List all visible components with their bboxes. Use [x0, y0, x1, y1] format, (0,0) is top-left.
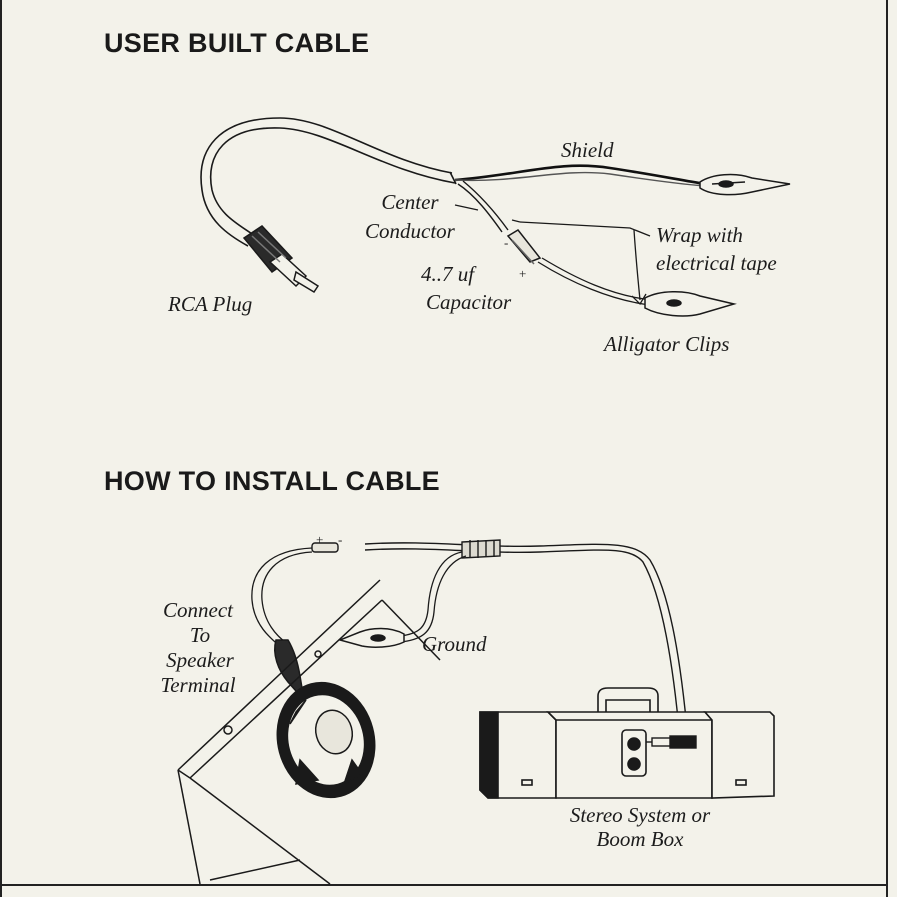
frame-bottom-edge — [0, 884, 888, 886]
alligator-clip-shield-icon — [699, 173, 791, 196]
capacitor-lead-wire — [537, 257, 653, 306]
install-rca-plug-icon — [646, 735, 697, 749]
coax-cable-body — [200, 117, 457, 247]
label-alligator-clips: Alligator Clips — [604, 332, 730, 356]
label-rca-plug: RCA Plug — [168, 292, 253, 316]
label-wrap-line2: electrical tape — [656, 251, 777, 275]
label-center-conductor-line1: Center — [381, 190, 439, 214]
alligator-clip-center-icon — [644, 291, 737, 317]
label-connect-line2: To — [189, 623, 211, 647]
label-wrap-line1: Wrap with — [656, 223, 743, 247]
frame-left-edge — [0, 0, 2, 897]
center-conductor-wire — [457, 180, 509, 233]
pointer-lines — [454, 204, 651, 306]
label-connect-line3: Speaker — [166, 648, 234, 672]
section-heading-how-to-install-cable: HOW TO INSTALL CABLE — [104, 466, 440, 496]
install-coax-cable — [364, 542, 689, 741]
label-capacitor-line1: 4..7 uf — [421, 262, 475, 286]
frame-right-edge — [886, 0, 888, 897]
label-install-minus: - — [338, 532, 343, 547]
label-stereo-line1: Stereo System or — [569, 803, 711, 827]
speaker-cone-icon — [223, 650, 376, 799]
label-capacitor-line2: Capacitor — [426, 290, 512, 314]
label-center-conductor-line2: Conductor — [365, 219, 455, 243]
label-stereo-line2: Boom Box — [596, 827, 684, 851]
center-lead-to-speaker — [251, 547, 313, 649]
label-minus: - — [504, 235, 509, 250]
rca-plug-icon — [242, 225, 320, 294]
capacitor-icon — [506, 229, 542, 265]
install-capacitor-icon — [311, 542, 339, 553]
label-plus: + — [519, 266, 527, 281]
label-shield: Shield — [561, 138, 614, 162]
label-connect-line4: Terminal — [160, 673, 236, 697]
label-connect-line1: Connect — [163, 598, 233, 622]
speaker-cabinet — [177, 579, 441, 885]
boom-box-icon — [479, 687, 775, 799]
section-heading-user-built-cable: USER BUILT CABLE — [104, 28, 370, 58]
ground-alligator-clip-icon — [337, 627, 405, 648]
shield-braid-wire — [454, 164, 706, 187]
label-install-plus: + — [316, 532, 324, 547]
tape-wrap-icon — [461, 539, 501, 559]
label-ground: Ground — [422, 632, 487, 656]
